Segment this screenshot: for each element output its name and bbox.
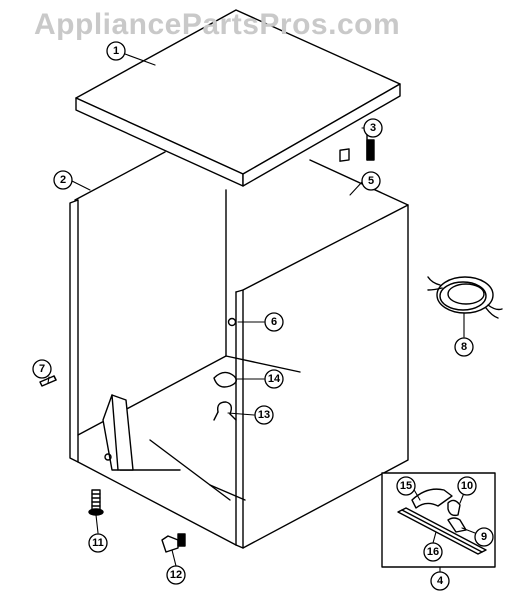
part-4-kit-box bbox=[381, 472, 496, 568]
leader-lines bbox=[47, 53, 476, 573]
callout-10: 10 bbox=[461, 480, 473, 492]
callout-4: 4 bbox=[437, 575, 444, 587]
top-panel bbox=[75, 9, 401, 187]
callout-circles bbox=[32, 41, 494, 591]
callout-11: 11 bbox=[92, 537, 104, 549]
callout-2: 2 bbox=[60, 174, 66, 186]
callout-3: 3 bbox=[370, 122, 376, 134]
callout-6: 6 bbox=[271, 316, 277, 328]
callout-15: 15 bbox=[400, 480, 412, 492]
callout-1: 1 bbox=[113, 45, 119, 57]
callout-7: 7 bbox=[39, 363, 45, 375]
callout-14: 14 bbox=[268, 373, 281, 385]
part-11-leveling-leg bbox=[88, 489, 104, 516]
callout-13: 13 bbox=[258, 409, 270, 421]
part-12-clip bbox=[161, 533, 186, 553]
callout-12: 12 bbox=[170, 569, 182, 581]
watermark: AppliancePartsPros.com bbox=[34, 8, 401, 41]
callout-16: 16 bbox=[427, 546, 439, 558]
callout-5: 5 bbox=[368, 175, 374, 187]
callout-8: 8 bbox=[461, 341, 467, 353]
cabinet bbox=[69, 148, 409, 549]
callout-9: 9 bbox=[481, 531, 487, 543]
part-8-wire-harness bbox=[427, 276, 503, 319]
